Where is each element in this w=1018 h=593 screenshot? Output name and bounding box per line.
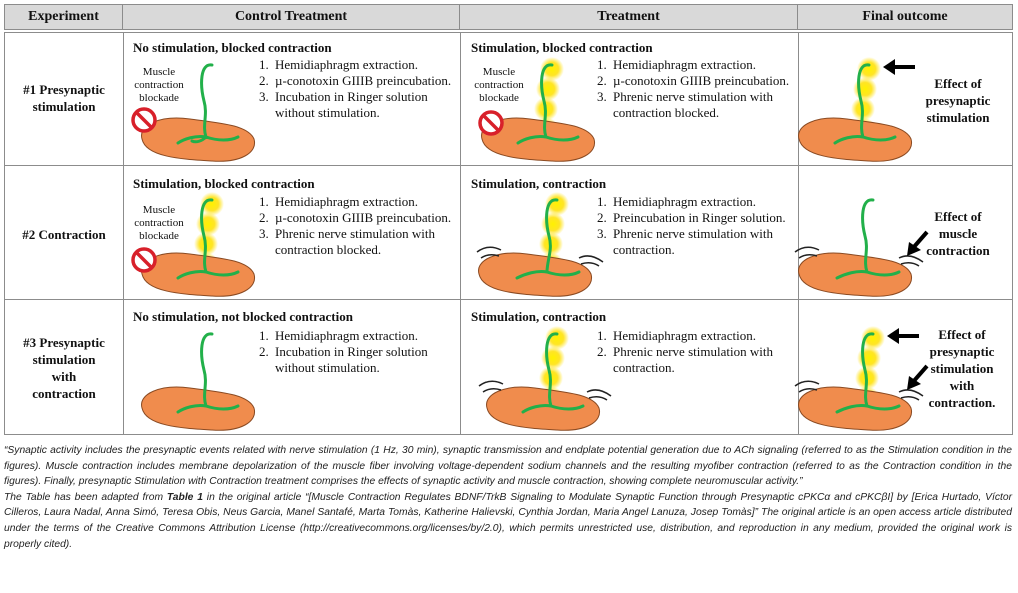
list-item: 2.Incubation in Ringer solution without …	[259, 344, 428, 375]
list-item: 1.Hemidiaphragm extraction.	[259, 194, 418, 209]
list-item: 2.µ-conotoxin GIIIB preincubation.	[259, 210, 452, 225]
muscle-illustration	[481, 57, 595, 162]
black-arrow-icon	[883, 59, 915, 75]
experiment-label: #2 Contraction	[22, 227, 106, 242]
black-arrow-icon	[887, 328, 919, 344]
list-item: 3.Phrenic nerve stimulation with contrac…	[597, 226, 773, 257]
header-final-outcome: Final outcome	[797, 4, 1013, 30]
treatment-steps: 1.Hemidiaphragm extraction. 2.µ-conotoxi…	[597, 57, 797, 121]
prohibited-icon	[131, 247, 157, 273]
list-item: 1.Hemidiaphragm extraction.	[597, 57, 756, 72]
caption-paragraph: “Synaptic activity includes the presynap…	[4, 445, 1012, 488]
muscle-illustration	[478, 326, 612, 431]
list-item: 2.Preincubation in Ringer solution.	[597, 210, 786, 225]
treatment-title: Stimulation, blocked contraction	[471, 40, 653, 55]
muscle-illustration	[794, 198, 929, 297]
caption-attribution: The Table has been adapted from Table 1 …	[4, 491, 1012, 550]
list-item: 3.Incubation in Ringer solution without …	[259, 89, 428, 120]
treatment-title: Stimulation, contraction	[471, 176, 607, 191]
control-title: No stimulation, not blocked contraction	[133, 309, 353, 324]
treatment-steps: 1.Hemidiaphragm extraction. 2.Phrenic ne…	[597, 328, 797, 376]
list-item: 1.Hemidiaphragm extraction.	[259, 328, 418, 343]
control-steps: 1.Hemidiaphragm extraction. 2.µ-conotoxi…	[259, 194, 459, 258]
treatment-title: Stimulation, contraction	[471, 309, 607, 324]
list-item: 1.Hemidiaphragm extraction.	[597, 328, 756, 343]
control-title: No stimulation, blocked contraction	[133, 40, 332, 55]
table-row: #2 Contraction Stimulation, blocked cont…	[4, 165, 1013, 300]
list-item: 2.µ-conotoxin GIIIB preincubation.	[259, 73, 452, 88]
list-item: 3.Phrenic nerve stimulation with contrac…	[597, 89, 773, 120]
black-arrow-icon	[907, 230, 929, 256]
control-title: Stimulation, blocked contraction	[133, 176, 315, 191]
header-treatment: Treatment	[459, 4, 798, 30]
list-item: 2.Phrenic nerve stimulation with contrac…	[597, 344, 773, 375]
header-experiment: Experiment	[4, 4, 123, 30]
prohibited-icon	[478, 110, 504, 136]
muscle-illustration	[141, 63, 255, 162]
muscle-illustration	[798, 57, 915, 162]
list-item: 1.Hemidiaphragm extraction.	[597, 194, 756, 209]
treatment-steps: 1.Hemidiaphragm extraction. 2.Preincubat…	[597, 194, 797, 258]
list-item: 3.Phrenic nerve stimulation with contrac…	[259, 226, 435, 257]
black-arrow-icon	[907, 364, 929, 390]
muscle-illustration	[141, 192, 255, 297]
control-steps: 1.Hemidiaphragm extraction. 2.Incubation…	[259, 328, 459, 376]
prohibited-icon	[131, 107, 157, 133]
header-control-treatment: Control Treatment	[122, 4, 460, 30]
muscle-illustration	[141, 332, 255, 431]
figure-caption: “Synaptic activity includes the presynap…	[4, 443, 1012, 552]
muscle-illustration	[794, 326, 929, 431]
muscle-illustration	[476, 192, 604, 297]
list-item: 2.µ-conotoxin GIIIB preincubation.	[597, 73, 790, 88]
control-steps: 1.Hemidiaphragm extraction. 2.µ-conotoxi…	[259, 57, 459, 121]
list-item: 1.Hemidiaphragm extraction.	[259, 57, 418, 72]
